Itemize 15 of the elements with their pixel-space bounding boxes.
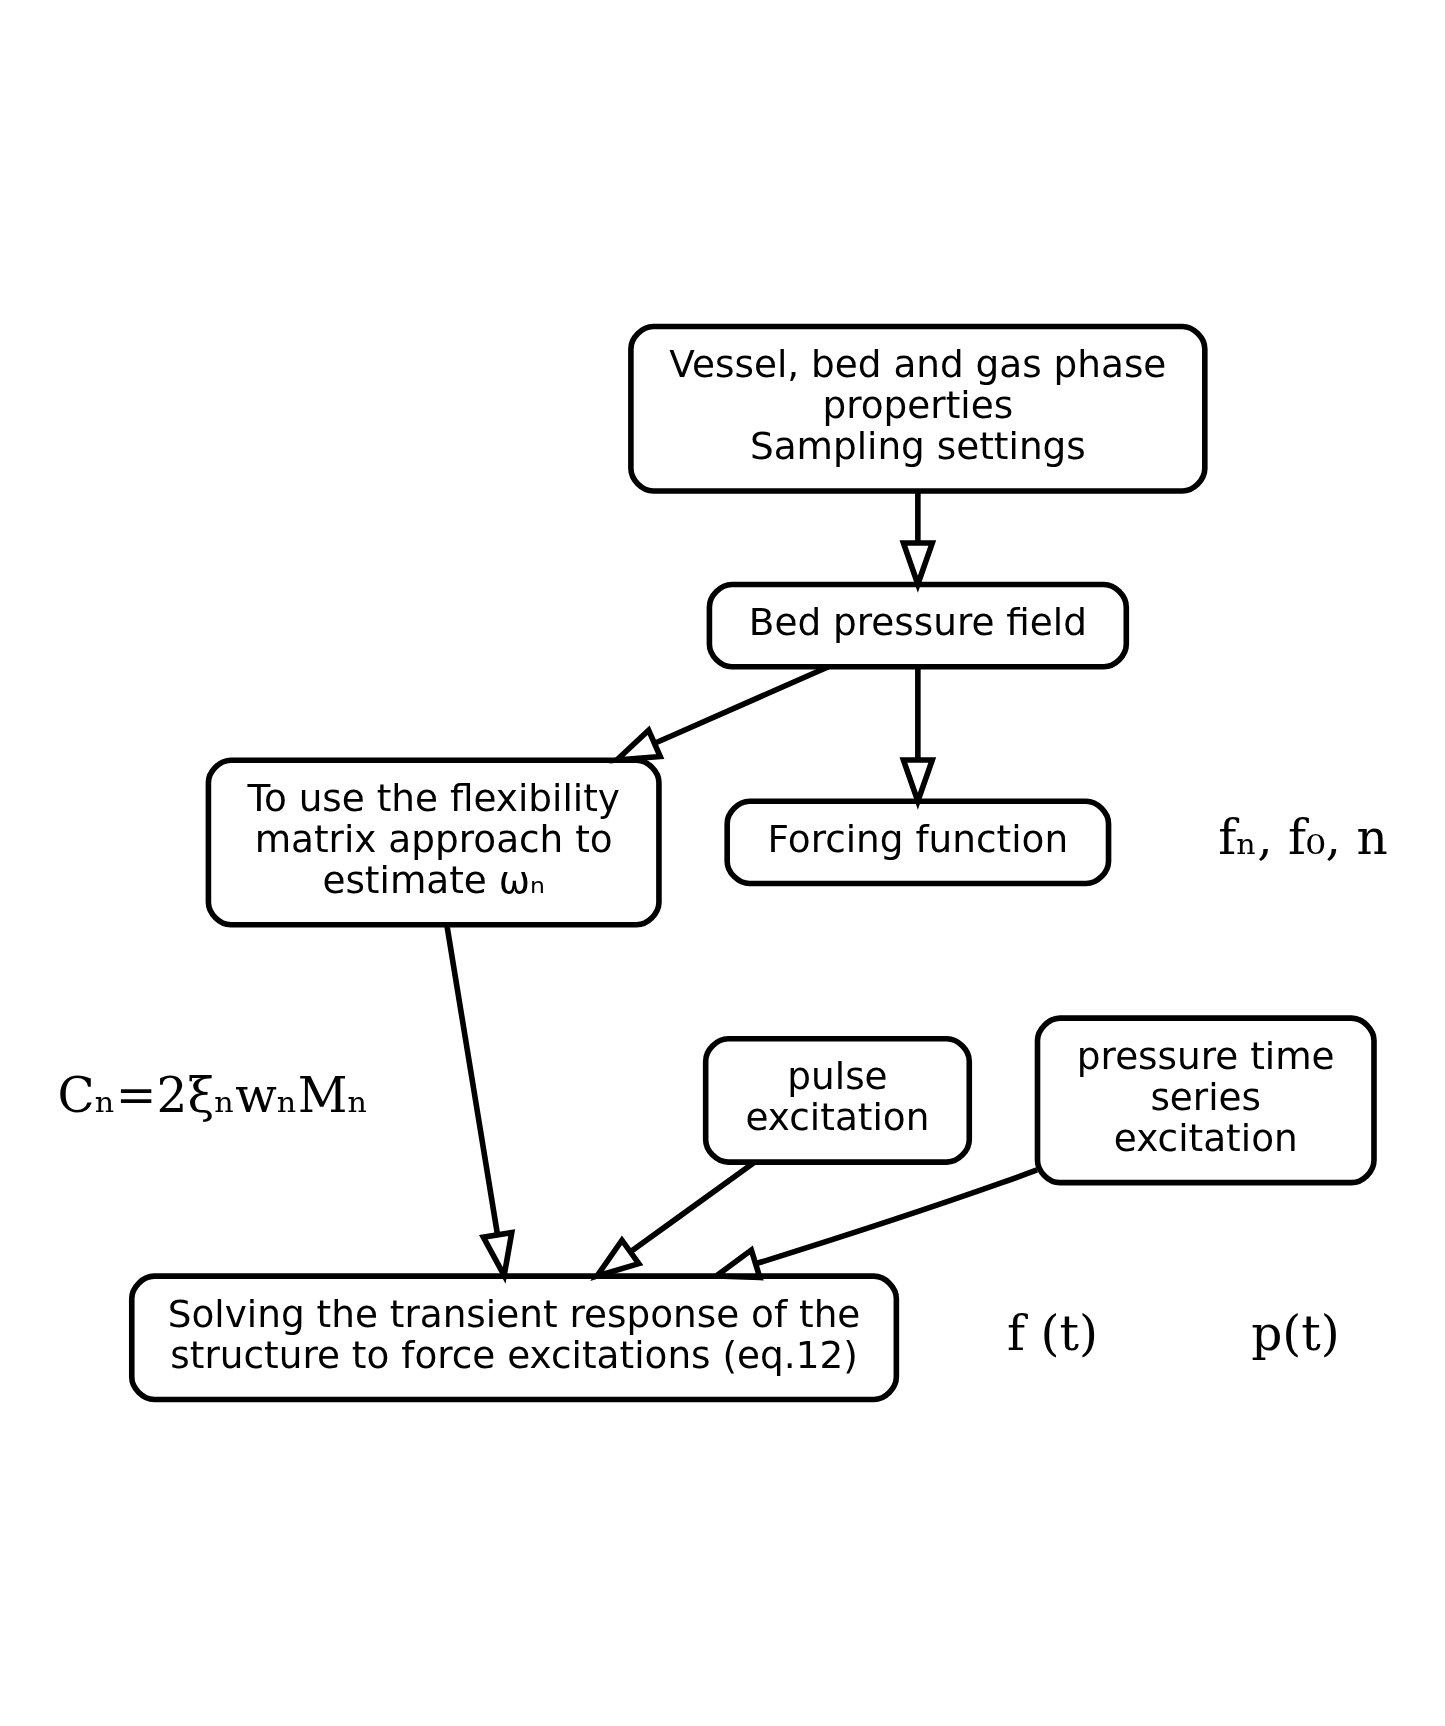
node-box: Solving the transient response of the structure to force excitations (eq.12) xyxy=(128,1273,900,1403)
node-box: Vessel, bed and gas phase properties Sampling settings xyxy=(628,323,1208,494)
arrow xyxy=(444,924,516,1284)
node-box: pressure time series excitation xyxy=(1034,1015,1377,1186)
node-box: To use the flexibility matrix approach to estimate ωₙ xyxy=(205,757,662,928)
arrow xyxy=(899,491,937,593)
node-label: f (t) xyxy=(1007,1304,1098,1361)
node-box: Bed pressure field xyxy=(706,581,1130,670)
label: fₙ, f₀, n xyxy=(1218,809,1388,866)
node-label: Cₙ=2ξₙwₙMₙ xyxy=(57,1067,369,1124)
arrow xyxy=(899,667,937,810)
node-box: Forcing function xyxy=(724,798,1112,887)
arrow xyxy=(609,664,830,764)
node-label: p(t) xyxy=(1251,1304,1340,1361)
node-box: pulse excitation xyxy=(702,1035,973,1165)
